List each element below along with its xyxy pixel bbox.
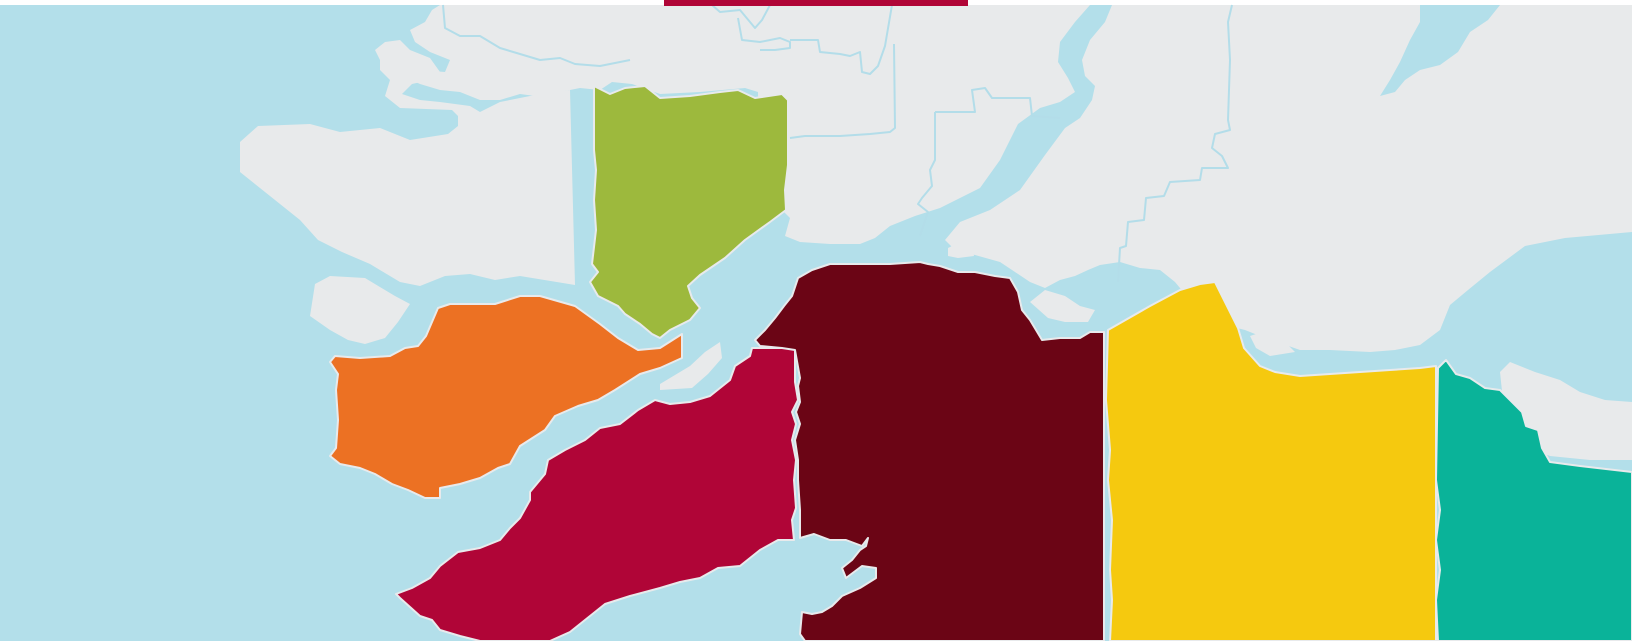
small-island-center: [948, 242, 974, 258]
region-green[interactable]: [589, 85, 789, 339]
north-land: [370, 5, 1632, 352]
west-island: [240, 40, 575, 286]
small-island-channel: [660, 342, 722, 390]
mid-land: [402, 5, 1090, 244]
north-channel-island: [1030, 290, 1095, 322]
top-accent-bar: [664, 0, 968, 6]
west-point: [310, 276, 410, 344]
small-island-east: [1250, 332, 1295, 356]
region-crimson[interactable]: [395, 347, 799, 641]
region-yellow[interactable]: [1105, 281, 1437, 641]
region-maroon[interactable]: [754, 261, 1105, 641]
indian-arm: [1380, 5, 1500, 96]
region-teal[interactable]: [1435, 359, 1632, 641]
region-orange[interactable]: [329, 295, 683, 499]
boundary-lines: [442, 4, 1233, 283]
